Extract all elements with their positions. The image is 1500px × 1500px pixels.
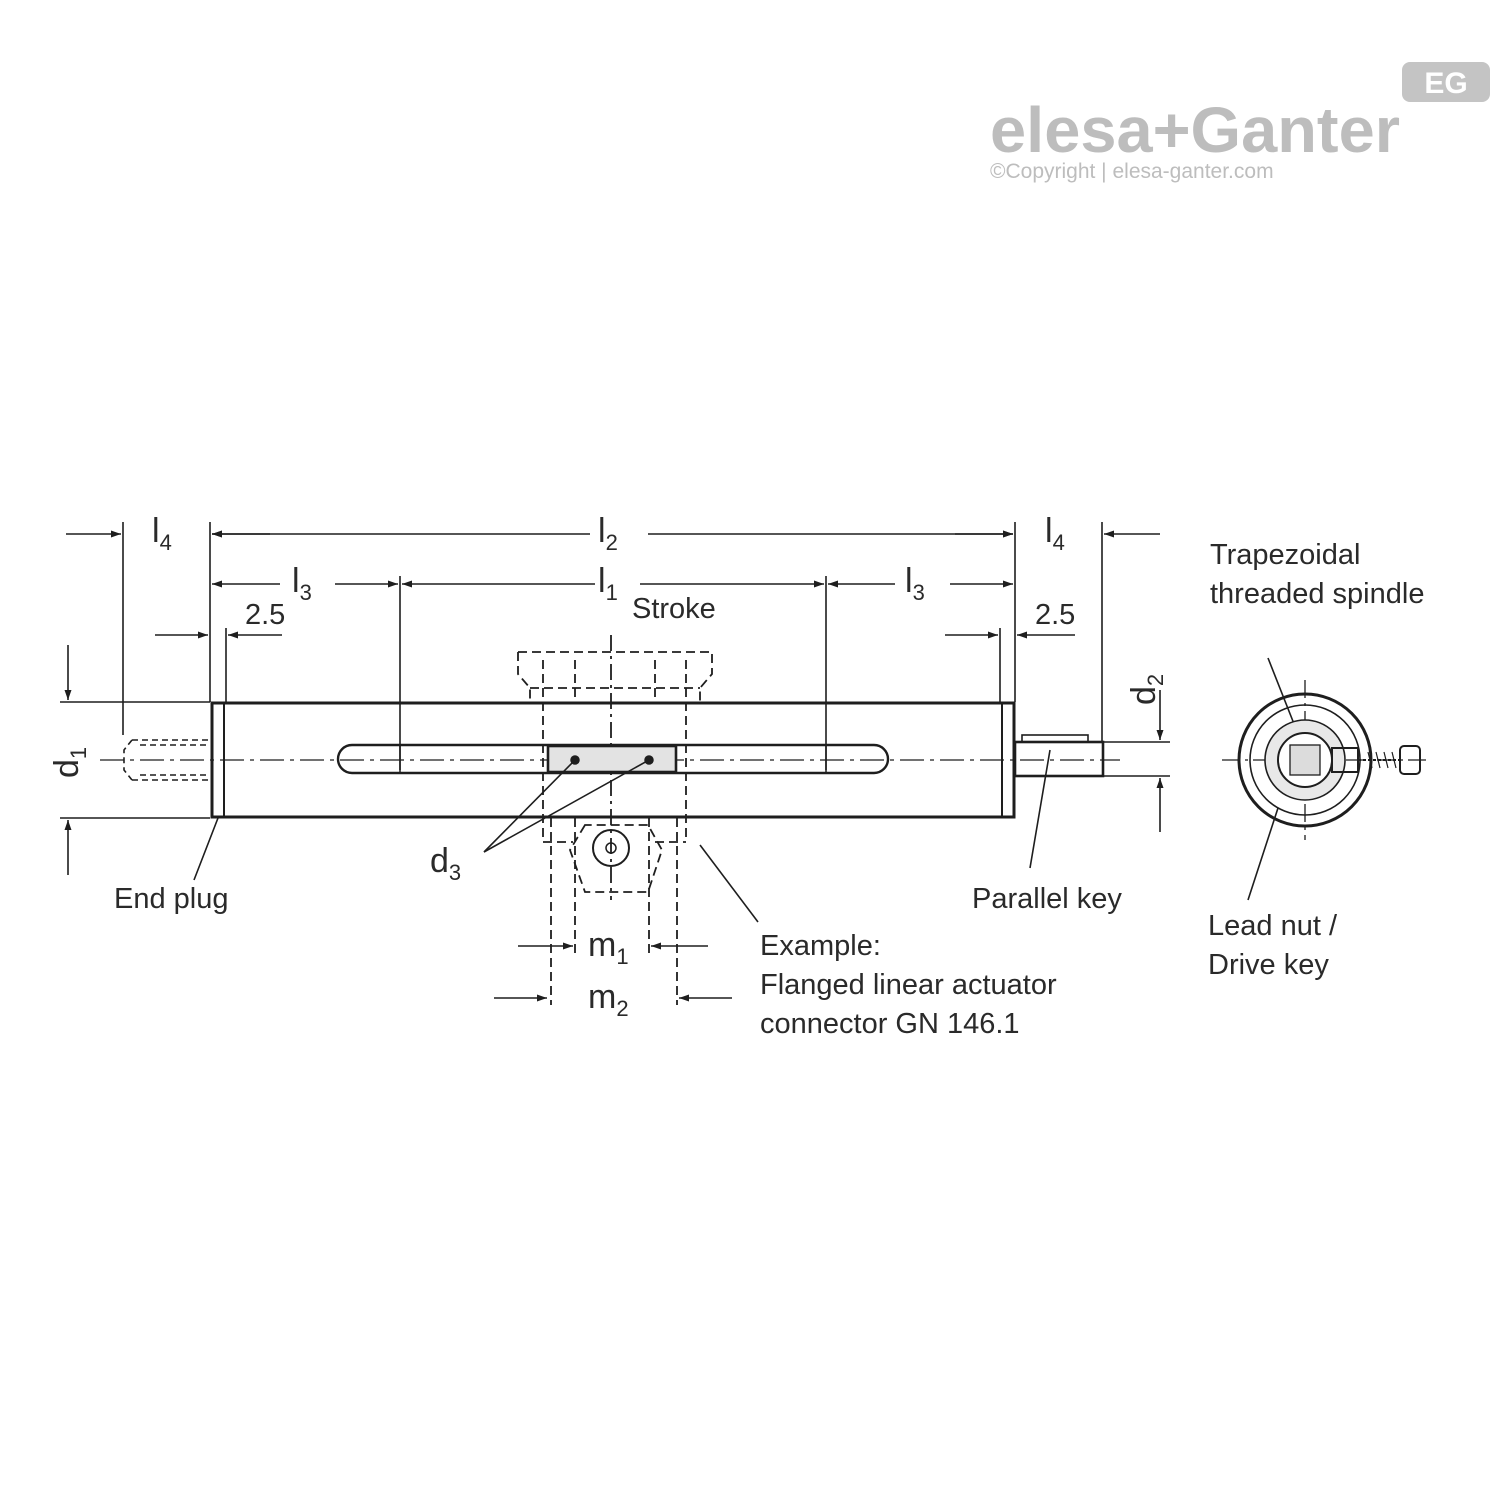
dim-d3: d3 bbox=[430, 842, 461, 885]
label-leadnut-2: Drive key bbox=[1208, 949, 1329, 981]
dim-d2: d2 bbox=[1125, 674, 1168, 705]
dim-l3-right: l3 bbox=[905, 562, 925, 605]
label-end-plug: End plug bbox=[114, 883, 229, 915]
connector-bolt-hole bbox=[592, 829, 630, 867]
dim-l1: l1 bbox=[598, 562, 618, 605]
dimension-labels: l4 l2 l4 l3 l1 l3 2.5 2.5 d1 d2 d3 m1 m2 bbox=[48, 512, 1168, 1021]
spindle-shaft bbox=[1013, 734, 1105, 778]
flanged-connector-outline bbox=[517, 635, 713, 1005]
dim-m2: m2 bbox=[588, 978, 629, 1021]
dim-l4-right: l4 bbox=[1045, 512, 1065, 555]
dim-l4-left: l4 bbox=[152, 512, 172, 555]
drive-key-block bbox=[546, 744, 678, 774]
eg-badge-box bbox=[1402, 62, 1490, 102]
dim-m1: m1 bbox=[588, 926, 629, 969]
copyright-text: ©Copyright | elesa-ganter.com bbox=[990, 160, 1274, 183]
label-example-2: Flanged linear actuator bbox=[760, 969, 1057, 1001]
dim-d1: d1 bbox=[48, 747, 91, 778]
label-stroke: Stroke bbox=[632, 593, 716, 625]
cross-section-view bbox=[1222, 680, 1428, 840]
callout-labels: Stroke End plug Parallel key Example: Fl… bbox=[114, 539, 1424, 1040]
brand-logo: EG elesa+Ganter ©Copyright | elesa-gante… bbox=[990, 62, 1490, 183]
eg-badge-text: EG bbox=[1424, 67, 1467, 100]
label-leadnut-1: Lead nut / bbox=[1208, 910, 1338, 942]
label-spindle-1: Trapezoidal bbox=[1210, 539, 1360, 571]
dim-gap-left: 2.5 bbox=[245, 599, 285, 631]
dim-l3-left: l3 bbox=[292, 562, 312, 605]
dim-l2: l2 bbox=[598, 512, 618, 555]
label-parallel-key: Parallel key bbox=[972, 883, 1122, 915]
extension-lines bbox=[60, 522, 1170, 819]
label-example-1: Example: bbox=[760, 930, 881, 962]
label-spindle-2: threaded spindle bbox=[1210, 578, 1424, 610]
label-example-3: connector GN 146.1 bbox=[760, 1008, 1020, 1040]
dimension-arrows bbox=[64, 530, 1164, 1002]
brand-name: elesa+Ganter bbox=[990, 94, 1400, 166]
dim-gap-right: 2.5 bbox=[1035, 599, 1075, 631]
